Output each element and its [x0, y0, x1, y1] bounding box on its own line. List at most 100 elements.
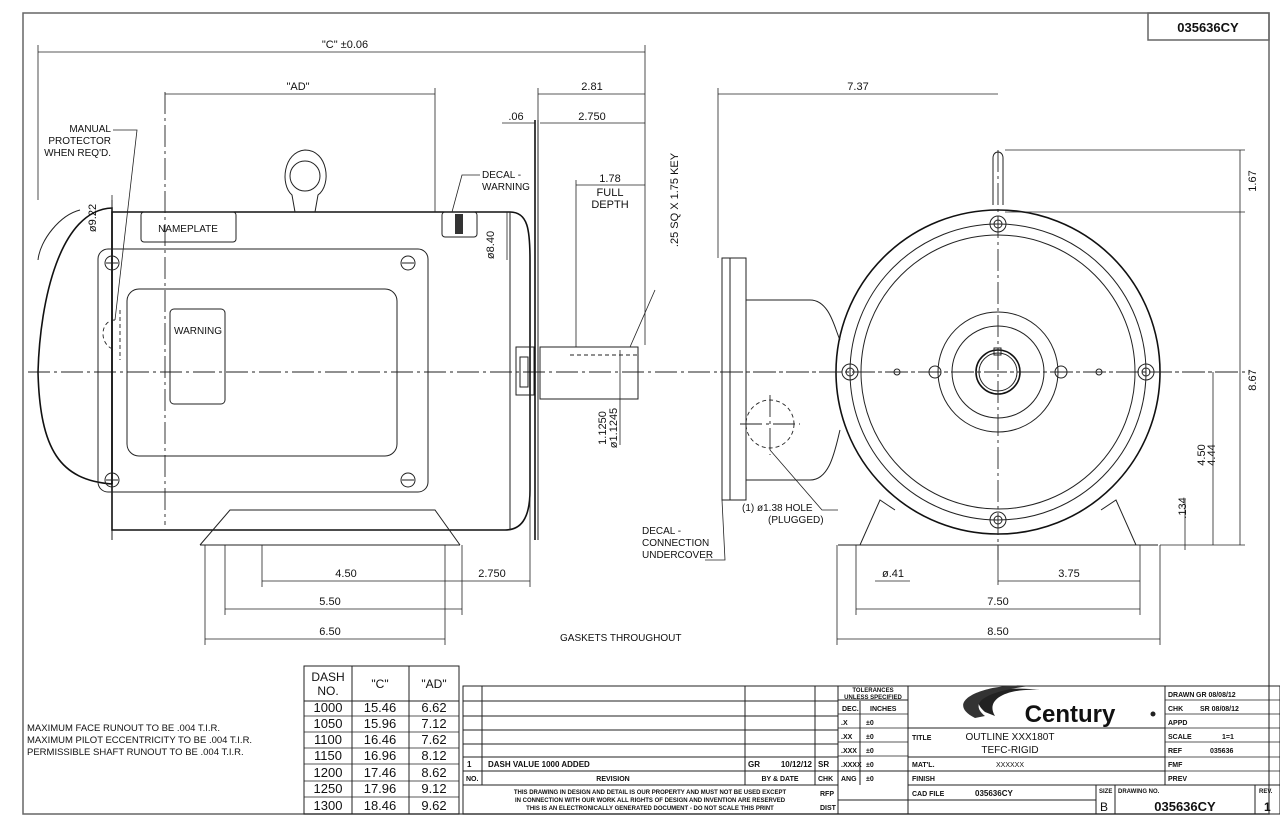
dash-table-cell: 15.46 — [364, 700, 397, 715]
dimension-lines — [37, 45, 1245, 645]
tolerances-inches: INCHES — [870, 706, 897, 713]
rfp-label: RFP — [820, 791, 834, 798]
dash-table-cell: 16.96 — [364, 748, 397, 763]
dash-table-cell: 1250 — [314, 781, 343, 796]
scale-value: 1=1 — [1222, 734, 1234, 741]
title-line-1: OUTLINE XXX180T — [966, 732, 1055, 743]
tolerances-block: TOLERANCES UNLESS SPECIFIED DEC. INCHES — [838, 686, 909, 814]
size-value: B — [1100, 800, 1108, 814]
dim-2-81: 2.81 — [581, 81, 602, 93]
warning-label: WARNING — [174, 326, 222, 337]
dash-header-line1: DASH — [311, 670, 344, 684]
dash-table: DASH NO. "C" "AD" — [303, 665, 460, 815]
dash-table-cell: 1100 — [314, 732, 342, 747]
dim-shaft-dia-1: 1.1250 — [597, 411, 609, 445]
prev-label: PREV — [1168, 776, 1187, 783]
dim-end-4-44: 4.44 — [1206, 444, 1218, 465]
disclaimer-3: THIS IS AN ELECTRONICALLY GENERATED DOCU… — [526, 806, 774, 812]
dash-header-ad: "AD" — [421, 677, 446, 691]
fmf-label: FMF — [1168, 762, 1183, 769]
revision-head-revision: REVISION — [596, 776, 629, 783]
decal-connection-2: CONNECTION — [642, 538, 709, 549]
dim-end-4-50: 4.50 — [1196, 444, 1208, 465]
top-drawing-number-box: 035636CY — [1147, 12, 1270, 41]
dash-table-cell: 17.96 — [364, 781, 397, 796]
finish-label: FINISH — [912, 776, 935, 783]
decal-warning-2: WARNING — [482, 182, 530, 193]
note-1: MAXIMUM FACE RUNOUT TO BE .004 T.I.R. — [27, 723, 220, 734]
dash-table-cell: 1200 — [314, 765, 343, 780]
dim-end-1-67: 1.67 — [1247, 170, 1259, 191]
dash-table-cell: 18.46 — [364, 798, 397, 813]
rev-value: 1 — [1264, 800, 1271, 814]
note-3: PERMISSIBLE SHAFT RUNOUT TO BE .004 T.I.… — [27, 747, 244, 758]
tolerance-value: ±0 — [866, 762, 874, 769]
dim-dia-9-22: ø9.22 — [87, 204, 99, 232]
dash-table-cell: 9.12 — [421, 781, 446, 796]
ref-value: 035636 — [1210, 748, 1233, 755]
appd-label: APPD — [1168, 720, 1187, 727]
hole-label-2: (PLUGGED) — [768, 515, 824, 526]
dim-end-134: .134 — [1177, 497, 1189, 518]
dim-ad: "AD" — [286, 81, 309, 93]
dim-end-8-67: 8.67 — [1247, 369, 1259, 390]
dim-c-overall: "C" ±0.06 — [322, 39, 368, 51]
drawing-no-value: 035636CY — [1154, 799, 1216, 814]
dash-table-cell: 1000 — [314, 700, 343, 715]
title-label: TITLE — [912, 735, 932, 742]
tolerances-title-2: UNLESS SPECIFIED — [844, 695, 902, 701]
dim-foot-4-50: 4.50 — [335, 568, 356, 580]
dim-shaft-dia-2: ø1.1245 — [608, 408, 620, 448]
dash-table-cell: 1050 — [314, 716, 343, 731]
title-line-2: TEFC-RIGID — [981, 745, 1038, 756]
dash-header-c: "C" — [371, 677, 388, 691]
dim-foot-2-750: 2.750 — [478, 568, 506, 580]
rev-label: REV. — [1259, 789, 1273, 795]
revision-head-no: NO. — [466, 776, 479, 783]
dash-table-cell: 6.62 — [421, 700, 446, 715]
drawn-value: GR 08/08/12 — [1196, 692, 1236, 699]
dash-table-cell: 1300 — [314, 798, 343, 813]
leader-lines — [113, 129, 838, 561]
chk-value: SR 08/08/12 — [1200, 706, 1239, 713]
revision-by: GR — [748, 760, 760, 769]
dash-table-cell: 9.62 — [421, 798, 446, 813]
top-drawing-number: 035636CY — [1177, 20, 1239, 35]
decal-connection-3: UNDERCOVER — [642, 550, 713, 561]
dash-header-line2: NO. — [317, 684, 338, 698]
decal-connection-1: DECAL - — [642, 526, 681, 537]
tolerance-precision: .XX — [841, 734, 853, 741]
dash-table-cell: 15.96 — [364, 716, 397, 731]
disclaimer-1: THIS DRAWING IN DESIGN AND DETAIL IS OUR… — [514, 790, 787, 796]
dim-foot-6-50: 6.50 — [319, 626, 340, 638]
full-depth-line2: DEPTH — [591, 199, 628, 211]
revision-number: 1 — [467, 760, 472, 769]
size-label: SIZE — [1099, 789, 1112, 795]
disclaimer-2: IN CONNECTION WITH OUR WORK ALL RIGHTS O… — [515, 798, 786, 804]
key-spec: .25 SQ X 1.75 KEY — [669, 152, 681, 247]
note-2: MAXIMUM PILOT ECCENTRICITY TO BE .004 T.… — [27, 735, 252, 746]
screw-icons — [104, 255, 416, 488]
dim-dia-8-40: ø8.40 — [485, 231, 497, 259]
ref-label: REF — [1168, 748, 1183, 755]
matl-value: XXXXXX — [996, 762, 1024, 769]
dash-table-cell: 16.46 — [364, 732, 397, 747]
revision-block: 1 DASH VALUE 1000 ADDED GR 10/12/12 SR N… — [462, 685, 1280, 815]
tolerances-title-1: TOLERANCES — [852, 688, 893, 694]
dim-foot-5-50: 5.50 — [319, 596, 340, 608]
century-logo-text: Century — [1025, 701, 1116, 728]
scale-label: SCALE — [1168, 734, 1192, 741]
title-block: Century TITLE OUTLINE XXX180T TEFC-RIGID… — [908, 685, 1280, 814]
side-view: NAMEPLATE WARNING — [28, 92, 1250, 546]
hole-label-1: (1) ø1.38 HOLE — [742, 503, 813, 514]
tolerance-value: ±0 — [866, 776, 874, 783]
dim-end-7-37: 7.37 — [847, 81, 868, 93]
tolerance-value: ±0 — [866, 748, 874, 755]
tolerance-value: ±0 — [866, 720, 874, 727]
dist-label: DIST — [820, 805, 837, 812]
revision-head-by-date: BY & DATE — [761, 776, 798, 783]
matl-label: MAT'L. — [912, 762, 935, 769]
century-logo: Century — [963, 685, 1156, 728]
dash-table-cell: 17.46 — [364, 765, 397, 780]
